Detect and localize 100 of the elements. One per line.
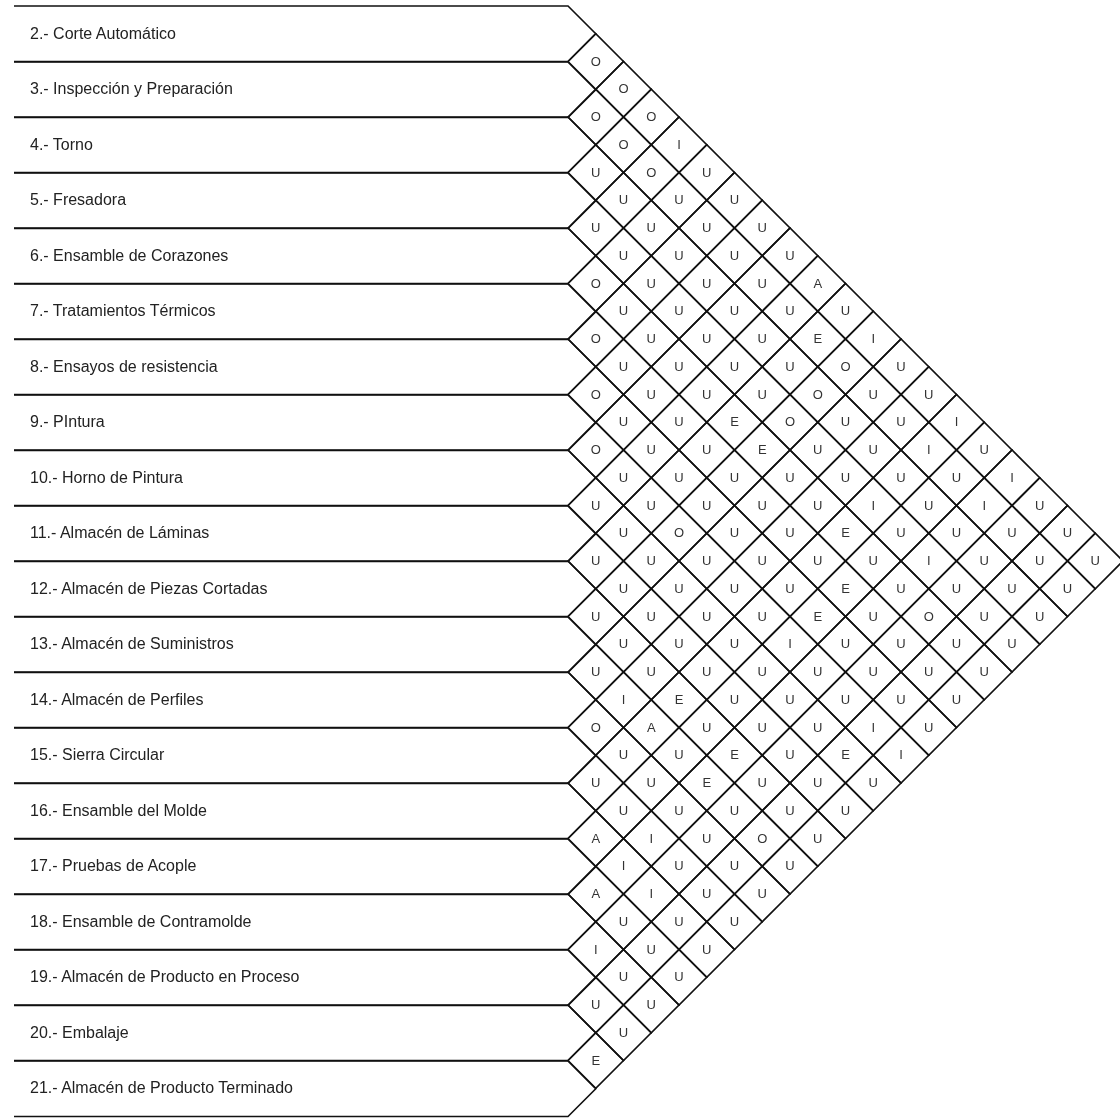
relationship-code: O: [589, 387, 602, 402]
relationship-code: U: [728, 470, 741, 485]
relationship-code: U: [645, 609, 657, 624]
relationship-code: U: [812, 554, 824, 568]
relationship-code: E: [729, 748, 740, 763]
row-label: 2.- Corte Automático: [30, 23, 176, 44]
relationship-code: U: [701, 942, 713, 957]
relationship-code: U: [645, 276, 657, 291]
relationship-code: I: [925, 554, 932, 568]
relationship-code: O: [783, 415, 797, 430]
row-label: 20.- Embalaje: [30, 1022, 129, 1043]
relationship-code: U: [645, 942, 657, 957]
relationship-code: U: [701, 443, 713, 457]
relationship-code: U: [895, 470, 907, 485]
relationship-code: U: [617, 415, 630, 430]
relationship-code: U: [728, 359, 741, 374]
row-label: 19.- Almacén de Producto en Proceso: [30, 967, 300, 988]
relationship-code: I: [870, 332, 877, 346]
relationship-code: U: [645, 665, 657, 679]
relationship-code: U: [839, 304, 852, 319]
relationship-code: U: [590, 665, 602, 679]
relationship-code: U: [923, 665, 935, 679]
relationship-code: U: [756, 554, 768, 568]
relationship-code: O: [756, 831, 769, 846]
relationship-code: U: [617, 470, 630, 485]
relationship-code: U: [617, 1025, 630, 1040]
relationship-code: U: [673, 748, 685, 763]
relationship-code: U: [978, 443, 990, 457]
relationship-code: O: [617, 137, 630, 152]
relationship-code: U: [950, 470, 963, 485]
relationship-code: U: [728, 637, 741, 652]
relationship-code: U: [590, 554, 602, 568]
relationship-code: U: [590, 498, 602, 513]
relationship-code: O: [589, 332, 602, 346]
relationship-code: U: [728, 193, 741, 208]
relationship-code: E: [812, 332, 824, 346]
relationship-code: U: [617, 748, 630, 763]
relationship-code: U: [839, 470, 852, 485]
relationship-code: U: [923, 720, 935, 735]
relationship-code: U: [839, 415, 852, 430]
relationship-code: U: [895, 526, 907, 541]
row-label: 8.- Ensayos de resistencia: [30, 356, 218, 377]
relationship-code: U: [728, 526, 741, 541]
relationship-code: U: [1034, 498, 1046, 513]
row-label: 7.- Tratamientos Térmicos: [30, 301, 216, 322]
relationship-code: I: [925, 443, 932, 457]
relationship-code: U: [923, 498, 935, 513]
relationship-code: U: [923, 387, 935, 402]
relationship-code: I: [648, 887, 655, 901]
row-label: 4.- Torno: [30, 134, 93, 155]
relationship-code: U: [728, 692, 741, 707]
relationship-code: U: [673, 914, 685, 929]
relationship-code: I: [620, 859, 627, 874]
relationship-code: O: [589, 276, 602, 291]
relationship-code: U: [673, 248, 685, 263]
row-label: 18.- Ensamble de Contramolde: [30, 911, 252, 932]
relationship-code: A: [812, 276, 824, 291]
relationship-code: U: [867, 443, 879, 457]
relationship-code: A: [590, 831, 602, 846]
relationship-code: U: [978, 665, 990, 679]
relationship-code: E: [756, 443, 768, 457]
relationship-code: U: [756, 609, 768, 624]
relationship-code: O: [589, 443, 602, 457]
relationship-code: U: [701, 276, 713, 291]
relationship-code: A: [645, 720, 657, 735]
relationship-code: U: [784, 304, 796, 319]
row-label: 11.- Almacén de Láminas: [30, 523, 210, 544]
relationship-code: E: [812, 609, 824, 624]
relationship-code: E: [840, 581, 851, 596]
relationship-code: U: [784, 248, 796, 263]
relationship-code: U: [812, 665, 824, 679]
relationship-code: O: [589, 110, 602, 124]
relationship-code: E: [729, 415, 740, 430]
relationship-code: U: [701, 387, 713, 402]
relationship-code: U: [839, 803, 852, 818]
relationship-code: U: [1034, 609, 1046, 624]
relationship-code: I: [870, 498, 877, 513]
relationship-code: U: [673, 415, 685, 430]
relationship-code: U: [590, 998, 602, 1012]
row-label: 21.- Almacén de Producto Terminado: [30, 1078, 293, 1099]
relationship-code: O: [645, 110, 658, 124]
relationship-code: U: [617, 970, 630, 985]
relationship-code: U: [867, 609, 879, 624]
relationship-code: I: [648, 831, 655, 846]
relationship-code: I: [870, 720, 877, 735]
relationship-code: U: [645, 221, 657, 235]
row-label: 5.- Fresadora: [30, 190, 127, 211]
relationship-code: U: [673, 359, 685, 374]
relationship-code: I: [981, 498, 988, 513]
relationship-code: U: [701, 332, 713, 346]
relationship-code: I: [1009, 470, 1015, 485]
relationship-code: U: [895, 359, 907, 374]
relationship-code: U: [701, 609, 713, 624]
relationship-code: U: [701, 554, 713, 568]
relationship-code: U: [1089, 554, 1101, 568]
relationship-code: U: [673, 470, 685, 485]
relationship-code: O: [589, 54, 602, 69]
relationship-code: U: [645, 998, 657, 1012]
relationship-code: U: [1034, 554, 1046, 568]
relationship-code: U: [673, 304, 685, 319]
